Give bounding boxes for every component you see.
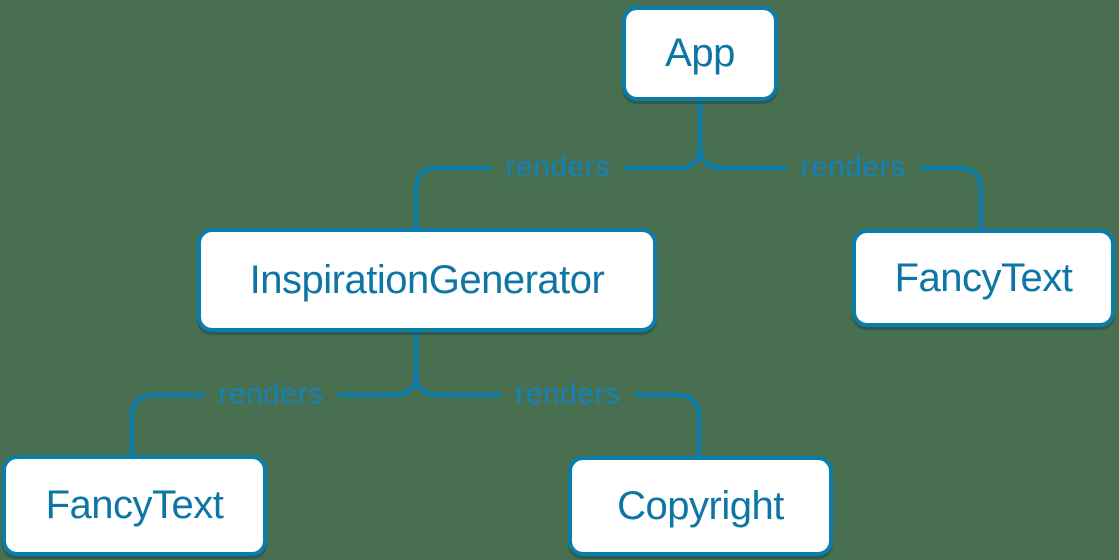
node-copyright: Copyright <box>568 456 833 556</box>
node-fancy-text-left: FancyText <box>2 455 267 556</box>
node-inspiration-generator-label: InspirationGenerator <box>249 257 605 302</box>
node-app: App <box>622 6 778 101</box>
edge-label-renders-inspirationgenerator-copyright: renders <box>501 377 635 411</box>
node-fancy-text-right-label: FancyText <box>894 255 1073 300</box>
edge-label-renders-inspirationgenerator-fancytext: renders <box>204 377 338 411</box>
edge-label-renders-app-fancytext: renders <box>786 150 920 184</box>
node-app-label: App <box>665 31 735 75</box>
node-fancy-text-right: FancyText <box>852 229 1115 327</box>
node-inspiration-generator: InspirationGenerator <box>197 228 657 332</box>
node-copyright-label: Copyright <box>617 483 784 528</box>
node-fancy-text-left-label: FancyText <box>45 483 224 527</box>
edge-label-renders-app-inspirationgenerator: renders <box>491 150 625 184</box>
